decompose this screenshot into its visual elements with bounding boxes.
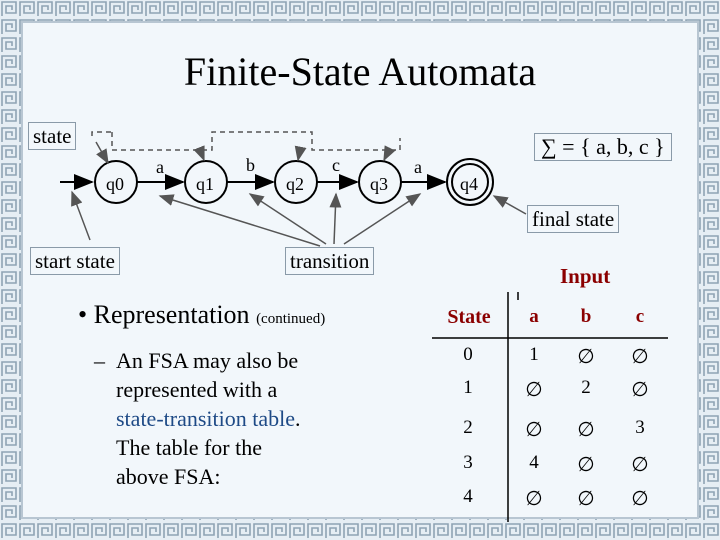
state-callout-arrow-q1	[193, 145, 205, 162]
transition-callout-arrow-4	[343, 193, 422, 245]
table-row-1-a: ∅	[525, 379, 543, 401]
table-row-2-c: 3	[635, 417, 645, 438]
transition-symbol-a-1: a	[156, 157, 164, 177]
transition-symbol-c: c	[332, 155, 340, 175]
table-row-2-a: ∅	[525, 419, 543, 441]
state-label-q3: q3	[370, 174, 388, 194]
bullet-note: (continued)	[256, 311, 326, 327]
state-callout-arrow	[95, 141, 109, 165]
table-state-header: State	[447, 306, 491, 328]
state-callout-dashed	[91, 131, 401, 151]
table-row-0-b: ∅	[577, 346, 595, 368]
transition-callout-arrow-1	[158, 194, 321, 247]
highlight-term: state-transition table	[116, 406, 295, 431]
table-row-3-c: ∅	[631, 454, 649, 476]
table-row-2-state: 2	[463, 417, 473, 438]
start-state-callout: start state	[30, 247, 120, 275]
bullet-text: Representation	[93, 300, 250, 329]
transition-callout-arrow-3	[329, 192, 342, 245]
state-label-q2: q2	[286, 174, 304, 194]
state-q4-final	[446, 158, 494, 206]
state-callout: state	[28, 122, 77, 150]
table-row-2-b: ∅	[577, 419, 595, 441]
sub-bullet: – An FSA may also be represented with a …	[94, 346, 356, 491]
table-row-3-b: ∅	[577, 454, 595, 476]
state-callout-arrow-q3	[383, 145, 396, 162]
bullet-representation: • Representation (continued)	[78, 300, 326, 329]
table-row-3-state: 3	[463, 452, 473, 473]
final-state-callout: final state	[527, 205, 620, 233]
table-row-4-state: 4	[463, 486, 473, 507]
table-col-b: b	[580, 306, 592, 327]
table-row-1-c: ∅	[631, 379, 649, 401]
table-row-3-a: 4	[529, 452, 539, 473]
table-row-0-a: 1	[529, 344, 539, 365]
table-row-1-state: 1	[463, 377, 473, 398]
sub-line-4: The table for the	[116, 435, 262, 460]
state-callout-arrow-q2	[294, 145, 307, 162]
start-state-callout-arrow	[71, 190, 91, 241]
table-row-0-c: ∅	[631, 346, 649, 368]
transition-symbol-a-2: a	[414, 157, 422, 177]
sub-line-5: above FSA:	[116, 464, 221, 489]
transition-callout: transition	[285, 247, 375, 275]
table-row-4-a: ∅	[525, 488, 543, 510]
final-state-callout-arrow	[492, 195, 527, 215]
table-col-c: c	[635, 306, 645, 327]
table-input-header: Input	[560, 264, 611, 288]
transition-callout-arrow-2	[248, 193, 327, 245]
state-label-q1: q1	[196, 174, 214, 194]
table-col-a: a	[529, 306, 539, 327]
sub-line-1: An FSA may also be	[116, 348, 299, 373]
table-row-4-b: ∅	[577, 488, 595, 510]
alphabet-label: ∑ = { a, b, c }	[534, 133, 672, 161]
table-row-0-state: 0	[463, 344, 473, 365]
state-label-q4: q4	[460, 174, 478, 194]
table-row-1-b: 2	[581, 377, 591, 398]
sub-line-2: represented with a	[116, 377, 278, 402]
transition-symbol-b: b	[246, 155, 255, 175]
table-row-4-c: ∅	[631, 488, 649, 510]
state-label-q0: q0	[106, 174, 124, 194]
slide-title: Finite-State Automata	[183, 49, 537, 94]
sub-line-3: state-transition table.	[116, 406, 301, 431]
